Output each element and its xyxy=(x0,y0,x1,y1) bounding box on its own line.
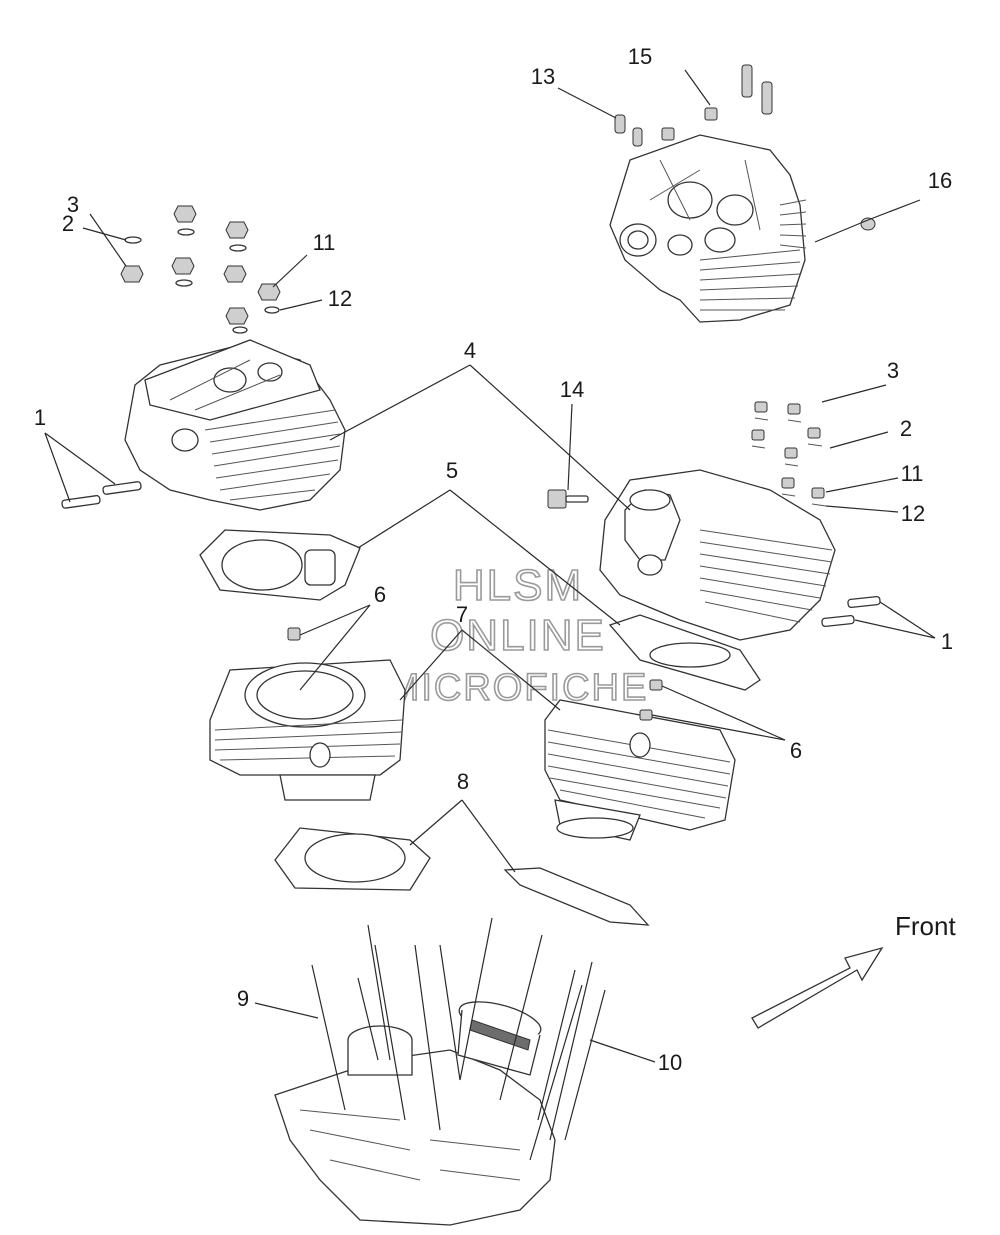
rear-base-gasket xyxy=(503,867,650,926)
front-arrow-icon xyxy=(751,946,884,1029)
callout-5: 5 xyxy=(446,458,458,483)
callout-1-right: 1 xyxy=(941,629,953,654)
watermark: HLSM ONLINE MICROFICHE xyxy=(387,560,649,710)
front-cylinder-head xyxy=(124,339,346,511)
callout-12-right: 12 xyxy=(901,501,925,526)
callout-1-left: 1 xyxy=(34,405,46,430)
callout-3-left: 3 xyxy=(67,192,79,217)
pushrods xyxy=(311,917,606,1161)
callout-11-left: 11 xyxy=(313,230,336,255)
callout-6-left: 6 xyxy=(374,582,386,607)
crankcase-and-pistons xyxy=(274,1001,556,1226)
callout-16: 16 xyxy=(928,168,952,193)
callout-14: 14 xyxy=(560,377,584,402)
leader-lines xyxy=(44,69,936,1063)
rear-cylinder xyxy=(544,679,736,841)
front-head-dowels xyxy=(61,481,142,509)
rear-head-fasteners xyxy=(614,64,876,231)
temperature-sensor xyxy=(547,489,589,509)
callout-7: 7 xyxy=(456,602,468,627)
callout-3-right: 3 xyxy=(887,358,899,383)
watermark-line-3: MICROFICHE xyxy=(388,667,649,709)
callout-8: 8 xyxy=(457,769,469,794)
callout-12-left: 12 xyxy=(328,286,352,311)
front-base-gasket xyxy=(274,827,431,891)
front-head-nuts xyxy=(120,205,281,334)
callout-numbers: 13 15 16 3 2 11 12 1 4 14 3 2 11 12 5 6 … xyxy=(34,44,953,1075)
callout-11-right: 11 xyxy=(901,461,924,486)
rear-head-gasket xyxy=(608,614,761,691)
rear-cylinder-head xyxy=(599,469,836,641)
callout-13: 13 xyxy=(531,64,555,89)
rear-head-nuts xyxy=(751,401,827,507)
callout-4: 4 xyxy=(464,338,476,363)
watermark-line-1: HLSM xyxy=(453,561,583,610)
watermark-line-2: ONLINE xyxy=(430,611,606,660)
callout-15: 15 xyxy=(628,44,652,69)
front-head-gasket xyxy=(199,529,361,601)
front-label: Front xyxy=(895,911,956,941)
callout-10: 10 xyxy=(658,1050,682,1075)
front-cylinder xyxy=(209,627,406,801)
front-direction-arrow: Front xyxy=(751,911,956,1029)
rear-cylinder-head-underside xyxy=(609,134,807,323)
callout-6-right: 6 xyxy=(790,738,802,763)
callout-2-right: 2 xyxy=(900,416,912,441)
rear-head-dowels xyxy=(821,595,881,628)
callout-9: 9 xyxy=(237,986,249,1011)
callout-2-left: 2 xyxy=(62,211,74,236)
